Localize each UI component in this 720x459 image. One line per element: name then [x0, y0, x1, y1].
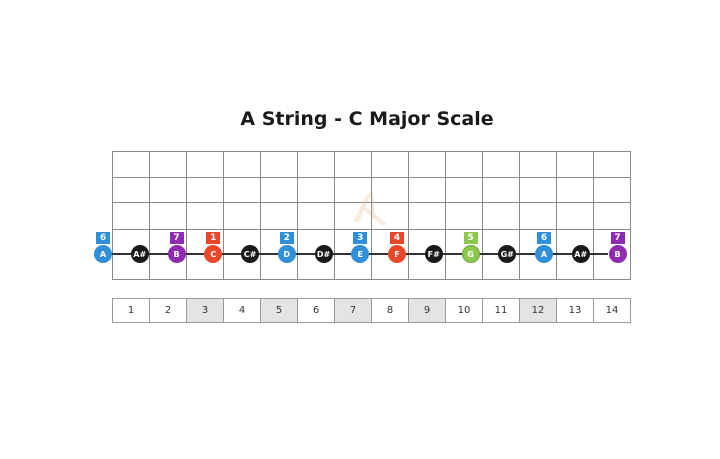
fret-cell — [297, 202, 335, 230]
note-marker: A — [535, 245, 553, 263]
fret-cell — [223, 202, 261, 230]
fret-cell — [556, 151, 594, 178]
fret-cell — [334, 151, 372, 178]
diagram-title: A String - C Major Scale — [240, 108, 494, 130]
note-marker: D# — [314, 245, 333, 263]
watermark-icon — [353, 192, 387, 226]
fret-cell — [408, 177, 446, 203]
fret-cell — [260, 177, 298, 203]
note-marker: F — [388, 245, 406, 263]
note-marker: A# — [130, 245, 149, 263]
fret-cell — [519, 177, 557, 203]
fret-cell — [519, 151, 557, 178]
fret-cell — [260, 202, 298, 230]
fret-number: 1 — [112, 298, 150, 323]
fret-cell — [149, 177, 187, 203]
note-marker: B — [167, 245, 186, 263]
fret-number: 6 — [297, 298, 335, 323]
fret-cell — [593, 202, 631, 230]
fret-number: 9 — [408, 298, 446, 323]
note-marker: F# — [424, 245, 443, 263]
fret-cell — [593, 177, 631, 203]
fret-cell — [112, 177, 150, 203]
note-marker: C — [204, 245, 223, 263]
fret-cell — [556, 177, 594, 203]
scale-degree-badge: 7 — [610, 232, 625, 244]
fret-cell — [186, 177, 224, 203]
scale-degree-badge: 5 — [463, 232, 478, 244]
fret-cell — [556, 202, 594, 230]
fret-cell — [149, 151, 187, 178]
fret-cell — [223, 177, 261, 203]
fret-cell — [112, 202, 150, 230]
fret-cell — [297, 177, 335, 203]
fret-cell — [519, 202, 557, 230]
scale-degree-badge: 6 — [96, 232, 110, 244]
fret-cell — [445, 202, 483, 230]
fret-number: 12 — [519, 298, 557, 323]
fret-cell — [223, 151, 261, 178]
note-marker: A — [94, 245, 112, 263]
fret-number: 3 — [186, 298, 224, 323]
note-marker: G# — [498, 245, 517, 263]
scale-degree-badge: 6 — [537, 232, 551, 244]
fret-cell — [445, 177, 483, 203]
fret-cell — [482, 151, 520, 178]
scale-degree-badge: 1 — [206, 232, 221, 244]
fret-number: 5 — [260, 298, 298, 323]
note-marker: B — [608, 245, 627, 263]
fret-number: 10 — [445, 298, 483, 323]
fret-cell — [297, 151, 335, 178]
fret-cell — [186, 151, 224, 178]
scale-degree-badge: 7 — [169, 232, 184, 244]
fret-cell — [371, 202, 409, 230]
note-marker: E — [351, 245, 370, 263]
fret-cell — [334, 202, 372, 230]
note-marker: G — [461, 245, 480, 263]
fret-number: 11 — [482, 298, 520, 323]
fret-cell — [408, 202, 446, 230]
fret-number: 4 — [223, 298, 261, 323]
fret-number: 8 — [371, 298, 409, 323]
scale-degree-badge: 4 — [390, 232, 404, 244]
fret-cell — [149, 202, 187, 230]
note-marker: C# — [241, 245, 259, 263]
fret-cell — [260, 151, 298, 178]
fret-cell — [482, 177, 520, 203]
scale-degree-badge: 3 — [353, 232, 368, 244]
fret-cell — [445, 151, 483, 178]
fret-cell — [112, 151, 150, 178]
fret-cell — [186, 202, 224, 230]
fret-number: 7 — [334, 298, 372, 323]
fret-cell — [408, 151, 446, 178]
fret-number: 2 — [149, 298, 187, 323]
fret-number: 13 — [556, 298, 594, 323]
fret-cell — [482, 202, 520, 230]
note-marker: A# — [571, 245, 590, 263]
scale-degree-badge: 2 — [279, 232, 294, 244]
note-marker: D — [277, 245, 296, 263]
fret-cell — [371, 151, 409, 178]
fret-number: 14 — [593, 298, 631, 323]
fret-cell — [593, 151, 631, 178]
